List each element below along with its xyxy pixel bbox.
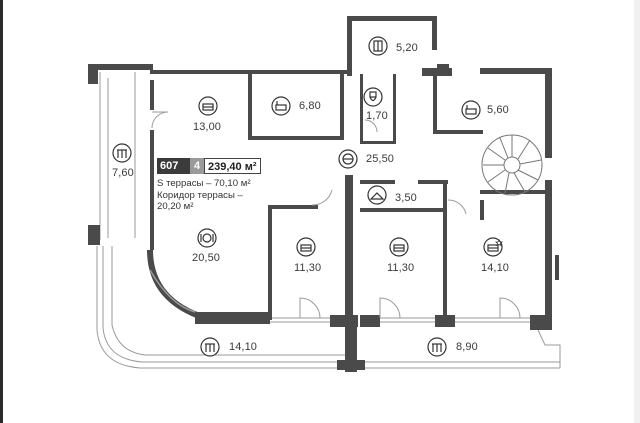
terrace-area-note: S террасы – 70,10 м² [157, 178, 251, 189]
room-area-bathroom-2: 5,60 [487, 104, 509, 116]
bedroom-icon [389, 237, 409, 257]
apartment-badge: 607 4 239,40 м² [157, 158, 269, 174]
room-area-storage-top: 5,20 [396, 42, 418, 54]
corridor-note-value: 20,20 м² [157, 201, 194, 212]
bedroom-icon [483, 237, 503, 257]
room-area-bathroom-1: 6,80 [299, 100, 321, 112]
hanger-icon [367, 185, 387, 205]
room-area-kitchen-dining: 20,50 [192, 252, 221, 264]
room-area-terrace-bottom-left: 14,10 [229, 341, 258, 353]
terrace-icon [200, 337, 220, 357]
terrace-icon [112, 143, 132, 163]
bathtub-icon [461, 100, 481, 120]
room-area-terrace-left: 7,60 [112, 167, 134, 179]
room-area-bedroom-3: 11,30 [387, 262, 415, 274]
room-area-dressing: 3,50 [395, 192, 417, 204]
total-area: 239,40 м² [204, 158, 261, 174]
bedroom-icon [296, 237, 316, 257]
room-area-bedroom-2: 11,30 [294, 262, 322, 274]
terrace-icon [427, 337, 447, 357]
corridor-note-label: Коридор террасы – [157, 189, 243, 201]
hall-icon [338, 149, 358, 169]
apartment-number: 607 [157, 158, 190, 174]
bedroom-icon [198, 96, 218, 116]
room-area-hall: 25,50 [366, 153, 395, 165]
room-count: 4 [190, 158, 204, 174]
room-area-terrace-bottom-right: 8,90 [456, 341, 478, 353]
room-area-bedroom-1: 13,00 [193, 121, 222, 133]
toilet-icon [363, 87, 383, 107]
wardrobe-icon [368, 36, 388, 56]
bathtub-icon [271, 96, 291, 116]
apartment-info: 607 4 239,40 м² S террасы – 70,10 м² Кор… [157, 158, 269, 213]
image-border-left [0, 0, 3, 423]
room-area-toilet: 1,70 [366, 110, 388, 122]
image-border-right [634, 0, 640, 423]
dining-icon [197, 228, 217, 248]
room-area-master-bedroom: 14,10 [481, 262, 510, 274]
